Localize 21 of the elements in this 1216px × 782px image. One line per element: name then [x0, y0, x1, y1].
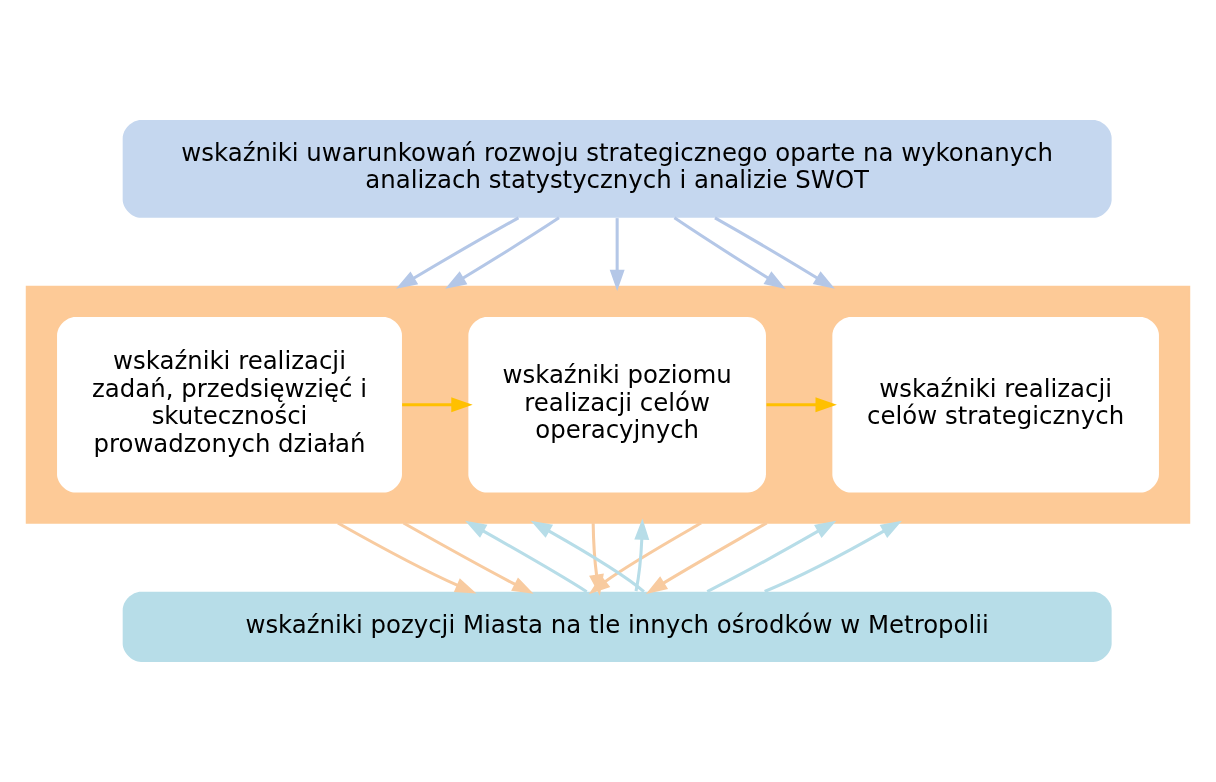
node-box: wskaźniki realizacji zadań, przedsięwzięć i skuteczności prowadzonych działań [57, 317, 402, 493]
node-box: wskaźniki pozycji Miasta na tle innych ośrodków w Metropolii [122, 591, 1112, 662]
arrow [634, 518, 650, 592]
arrow [337, 521, 477, 594]
node-box: wskaźniki uwarunkowań rozwoju strategicznego oparte na wykonanych analizach statystycznych i analizie SWOT [122, 120, 1112, 218]
cluster [25, 285, 1191, 524]
arrow [609, 218, 625, 292]
arrow [445, 216, 560, 289]
arrow [402, 397, 473, 413]
arrow [714, 216, 835, 289]
node-box: wskaźniki poziomu realizacji celów operacyjnych [468, 317, 766, 493]
arrow [402, 521, 534, 594]
arrow [645, 521, 768, 594]
arrow [530, 520, 645, 593]
arrow [766, 397, 837, 413]
arrow [395, 216, 520, 289]
node-box: wskaźniki realizacji celów strategicznych [832, 317, 1159, 493]
arrow [465, 520, 588, 593]
arrow [764, 520, 902, 593]
arrow [706, 520, 837, 593]
arrow [673, 216, 786, 289]
